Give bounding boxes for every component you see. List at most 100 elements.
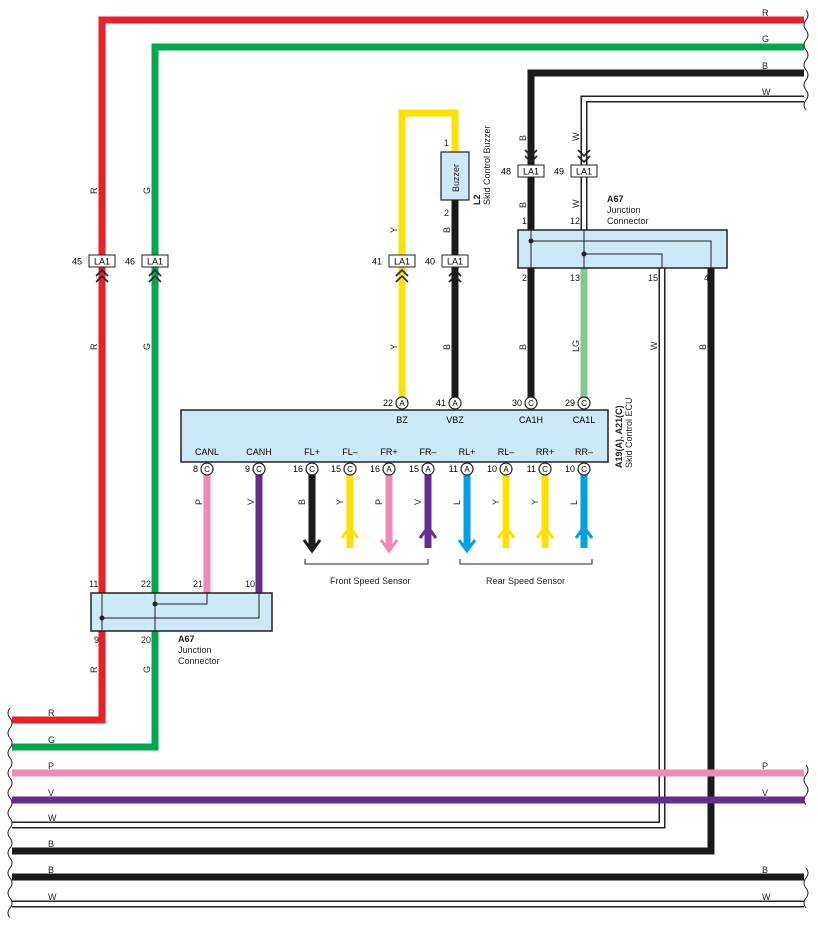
wire-letter-w-right-bottom: W: [762, 892, 771, 902]
junction-top-line1: Junction: [607, 205, 641, 215]
junction-connector-bottom: [90, 592, 273, 632]
skid-control-ecu: [180, 409, 609, 463]
pin-connector-letter: A: [386, 465, 392, 474]
ecu-top-pin: C29: [565, 396, 591, 410]
junction-top-pin-4: 4: [704, 273, 709, 283]
wire-letter-b-left: B: [48, 839, 54, 849]
buzzer-pin-1: 1: [444, 138, 449, 148]
junction-dot: [152, 601, 158, 607]
arrow-up-fr-minus: [418, 524, 438, 539]
pin-connector-letter: A: [452, 399, 458, 408]
rear-speed-sensor-label: Rear Speed Sensor: [486, 576, 565, 586]
break-mark-right-top: [803, 9, 809, 111]
ecu-bottom-pin: C10: [565, 462, 591, 476]
wire-letter-w-vert: W: [571, 132, 581, 141]
wire-letter-g-vert-3: G: [142, 666, 152, 673]
break-mark-right-mid: [803, 764, 809, 806]
pin-circle: [577, 396, 591, 410]
front-speed-sensor-label: Front Speed Sensor: [330, 576, 411, 586]
junction-bottom-pin-21: 21: [193, 579, 203, 589]
wire-letter-fl-minus: Y: [335, 499, 345, 505]
la1-pin-number: 49: [554, 167, 564, 177]
wire-letter-g-vert-2: G: [142, 343, 152, 350]
wire-letter-rl-minus: Y: [491, 499, 501, 505]
wire-letter-r-vert: R: [89, 187, 99, 194]
ecu-top-pin-label: CA1L: [573, 415, 596, 425]
junction-top-internal: [530, 230, 712, 268]
junction-bottom-line2: Connector: [178, 656, 220, 666]
junction-bottom-code: A67: [178, 634, 195, 644]
wire-red: [12, 16, 804, 724]
junction-top-pin-12: 12: [570, 216, 580, 226]
wire-letter-w-vert-3: W: [649, 341, 659, 350]
buzzer-name: Skid Control Buzzer: [482, 125, 492, 205]
pin-circle: [252, 462, 266, 476]
wire-letter-g-right: G: [762, 34, 769, 44]
wire-letter-b-left-bottom: B: [48, 865, 54, 875]
ecu-bottom-pin: C11: [527, 462, 552, 476]
junction-bottom-pin-10: 10: [245, 579, 255, 589]
ecu-top-pin: C30: [512, 396, 538, 410]
pin-circle: [343, 462, 357, 476]
junction-top-line2: Connector: [607, 216, 649, 226]
pin-number: 22: [383, 398, 393, 408]
la1-label: LA1: [576, 167, 592, 177]
wire-letter-w-left: W: [48, 813, 57, 823]
wire-white-junction-15: [12, 268, 664, 827]
junction-dot: [528, 238, 534, 244]
ecu-bottom-pin-label: CANH: [246, 447, 272, 457]
la1-box: [441, 254, 469, 268]
wire-letter-r-vert-3: R: [89, 666, 99, 673]
wire-letter-b-vert-3: B: [518, 135, 528, 141]
pin-circle: [395, 396, 409, 410]
ecu-bottom-pin: C15: [331, 462, 357, 476]
wire-letter-fl-plus: B: [297, 499, 307, 505]
junction-top-code: A67: [607, 194, 624, 204]
ecu-bottom-pin-label: FL+: [304, 447, 320, 457]
ecu-bottom-pin: A16: [370, 462, 396, 476]
pin-connector-letter: C: [528, 399, 534, 408]
la1-pin-number: 46: [125, 257, 135, 267]
wire-letter-v-right: V: [762, 788, 768, 798]
la1-label: LA1: [94, 257, 110, 267]
la1-label: LA1: [147, 257, 163, 267]
wire-letter-p-left: P: [48, 761, 54, 771]
junction-bottom-internal: [101, 593, 260, 631]
junction-bottom-pin-20: 20: [141, 635, 151, 645]
la1-label: LA1: [523, 167, 539, 177]
wire-letter-rr-minus: L: [569, 500, 579, 505]
pin-connector-letter: A: [464, 465, 470, 474]
pin-connector-letter: A: [425, 465, 431, 474]
wire-letter-fr-plus: P: [374, 499, 384, 505]
front-sensor-bracket: [304, 559, 429, 565]
ecu-bottom-pin-label: FR–: [419, 447, 436, 457]
ecu-bottom-pin: C8: [193, 462, 214, 476]
wire-green: [12, 43, 804, 751]
wire-letter-g-left: G: [48, 735, 55, 745]
chevron-icon: [395, 268, 409, 283]
wire-letter-r-vert-2: R: [89, 343, 99, 350]
chevron-icon: [95, 268, 109, 283]
ecu-bottom-pin-label: FL–: [342, 447, 358, 457]
arrow-down-fr-plus: [379, 539, 399, 554]
pin-connector-letter: C: [204, 465, 210, 474]
wire-letter-w-vert-2: W: [571, 199, 581, 208]
pin-number: 29: [565, 398, 575, 408]
pin-connector-letter: C: [309, 465, 315, 474]
wire-black-junction-4: [12, 268, 715, 855]
la1-label: LA1: [447, 257, 463, 267]
wire-letter-r-left: R: [48, 708, 55, 718]
ecu-name: Skid Control ECU: [624, 397, 634, 468]
pin-connector-letter: A: [503, 465, 509, 474]
arrow-down-rl-plus: [457, 539, 477, 554]
wire-white-ca1l: [582, 97, 804, 230]
chevron-icon: [577, 149, 591, 164]
break-mark-left-bottom: [7, 707, 13, 919]
wire-letter-g-vert: G: [142, 187, 152, 194]
buzzer-box: [440, 151, 470, 201]
pin-number: 10: [487, 464, 497, 474]
